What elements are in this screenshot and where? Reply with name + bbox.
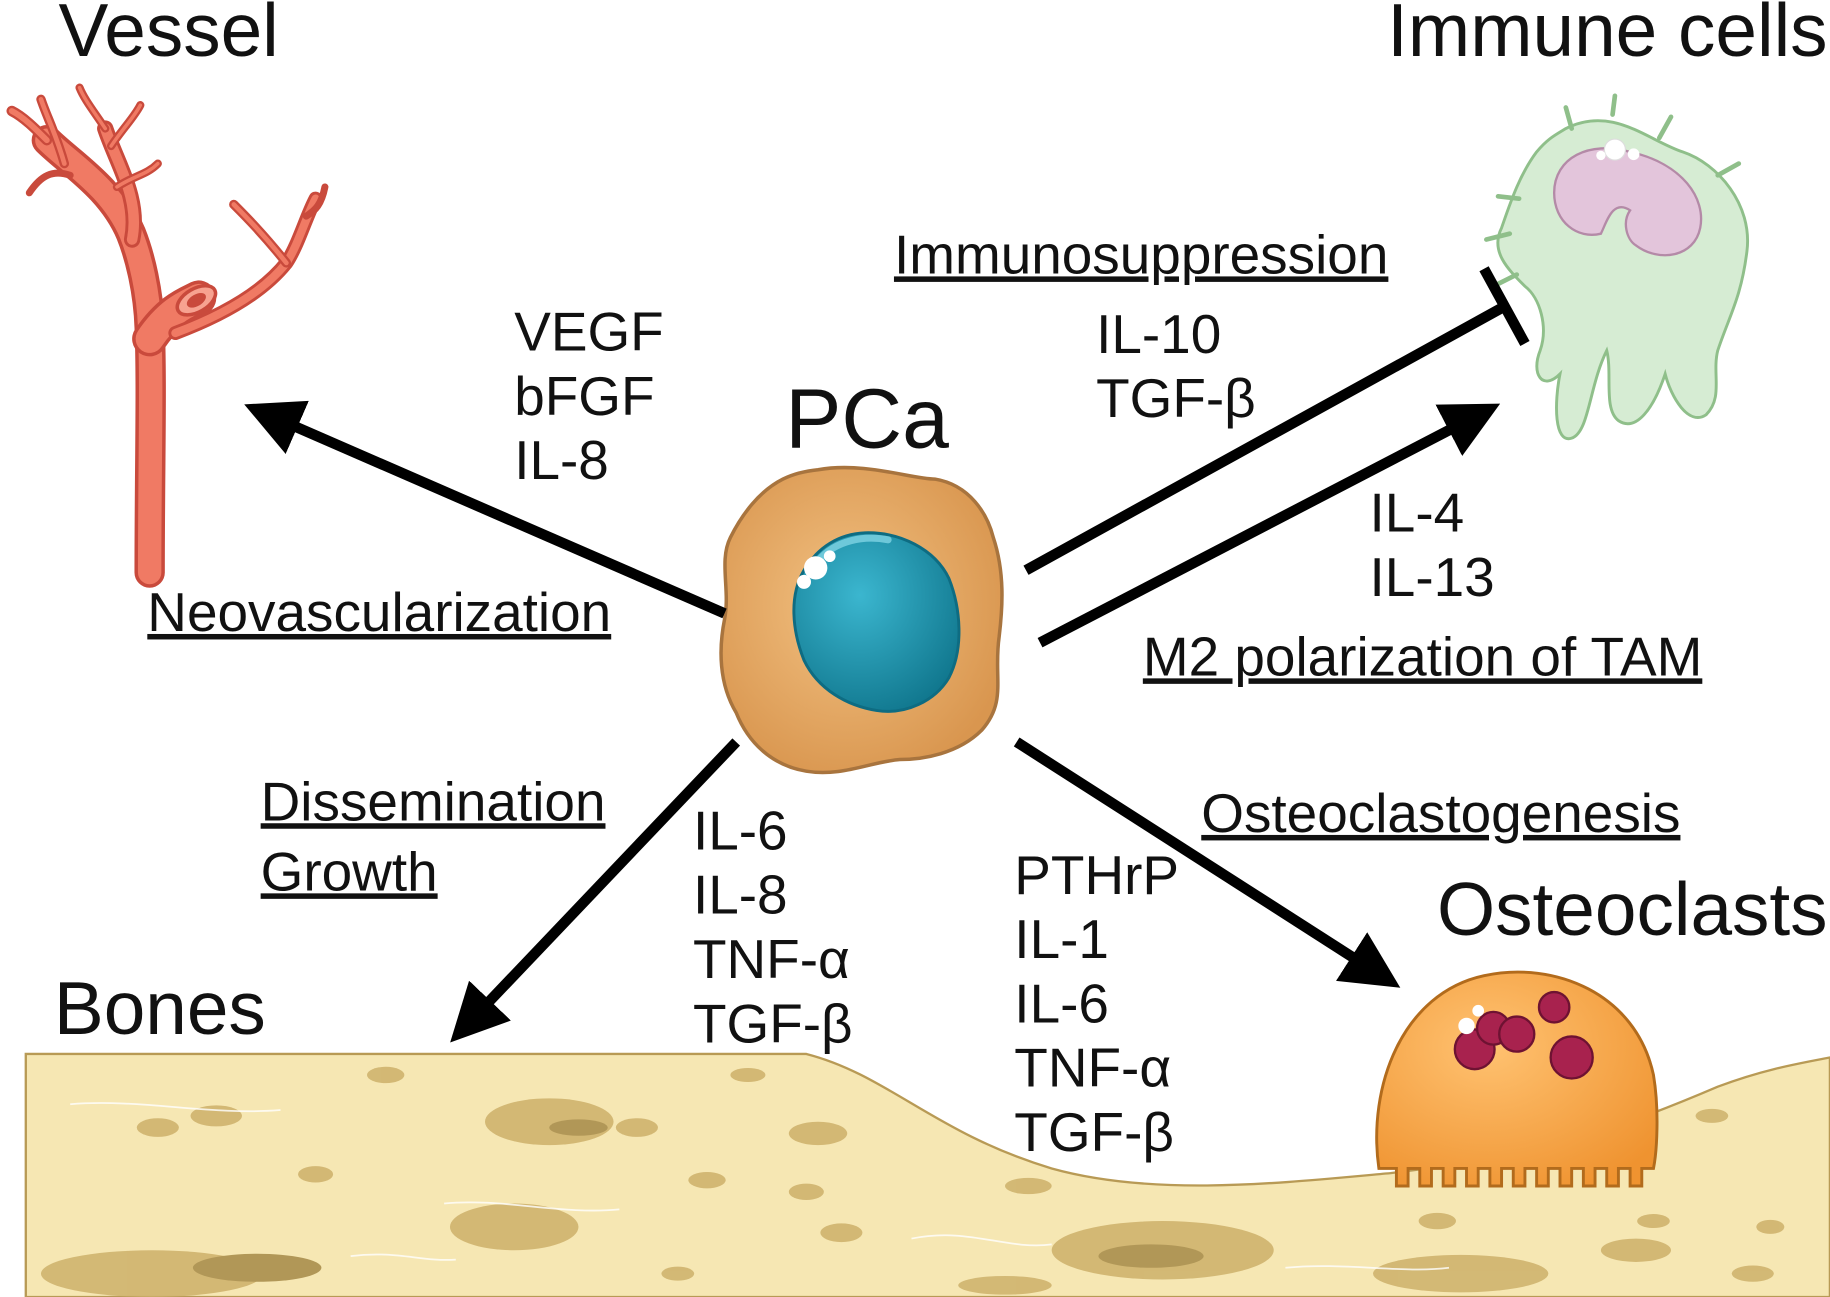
- factor-item: IL-8: [693, 864, 788, 926]
- dissemination-label: Dissemination: [261, 770, 606, 832]
- pca-nucleus: [792, 531, 961, 713]
- arrow-to-osteoclasts: [1013, 737, 1401, 988]
- osteoclastogenesis-label: Osteoclastogenesis: [1201, 782, 1680, 844]
- growth-label: Growth: [261, 840, 438, 902]
- vessel-illustration: [6, 83, 329, 588]
- pca-cell-illustration: [719, 465, 1004, 775]
- factor-item: TGF-β: [1014, 1101, 1174, 1163]
- bone-pores: [40, 1066, 1785, 1297]
- factor-item: IL-6: [1014, 972, 1109, 1034]
- bones-factors: IL-6 IL-8 TNF-α TGF-β: [693, 799, 853, 1054]
- m2-polarization-factors: IL-4 IL-13: [1370, 482, 1495, 608]
- factor-item: TGF-β: [1096, 367, 1256, 429]
- arrows: [244, 266, 1530, 1043]
- factor-item: TGF-β: [693, 992, 853, 1054]
- factor-item: IL-4: [1370, 482, 1465, 544]
- immunosuppression-factors: IL-10 TGF-β: [1096, 303, 1256, 429]
- arrow-to-vessel: [244, 400, 727, 619]
- immune-cells-label: Immune cells: [1387, 0, 1827, 72]
- factor-item: IL-6: [693, 799, 788, 861]
- arrow-to-immune-cells: [1037, 403, 1501, 648]
- osteoclast-illustration: [1375, 970, 1659, 1188]
- immune-cell-illustration: [1484, 93, 1750, 441]
- osteoclast-nuclei: [1453, 990, 1594, 1080]
- vessel-factors: VEGF bFGF IL-8: [514, 301, 664, 492]
- m2-polarization-label: M2 polarization of TAM: [1143, 625, 1702, 687]
- neovascularization-label: Neovascularization: [147, 581, 611, 643]
- immune-cell-nucleus: [1552, 147, 1703, 257]
- factor-item: IL-8: [514, 429, 609, 491]
- osteoclast-factors: PTHrP IL-1 IL-6 TNF-α TGF-β: [1014, 844, 1179, 1163]
- arrow-to-bones: [450, 738, 741, 1043]
- immunosuppression-label: Immunosuppression: [894, 223, 1388, 285]
- factor-item: IL-1: [1014, 908, 1109, 970]
- factor-item: PTHrP: [1014, 844, 1179, 906]
- factor-item: IL-13: [1370, 546, 1495, 608]
- factor-item: TNF-α: [693, 928, 850, 990]
- factor-item: IL-10: [1096, 303, 1221, 365]
- osteoclast-body: [1375, 970, 1659, 1188]
- inhibition-bar: [1479, 266, 1530, 347]
- bone-illustration: [24, 1052, 1830, 1297]
- pca-label: PCa: [785, 372, 949, 466]
- factor-item: VEGF: [514, 301, 664, 363]
- factor-item: bFGF: [514, 365, 654, 427]
- inhibition-to-immune-cells: [1023, 301, 1508, 575]
- vessel-label: Vessel: [59, 0, 279, 72]
- factor-item: TNF-α: [1014, 1037, 1171, 1099]
- osteoclasts-label: Osteoclasts: [1437, 867, 1828, 951]
- bones-label: Bones: [54, 966, 266, 1050]
- bone-lines: [70, 1102, 1450, 1271]
